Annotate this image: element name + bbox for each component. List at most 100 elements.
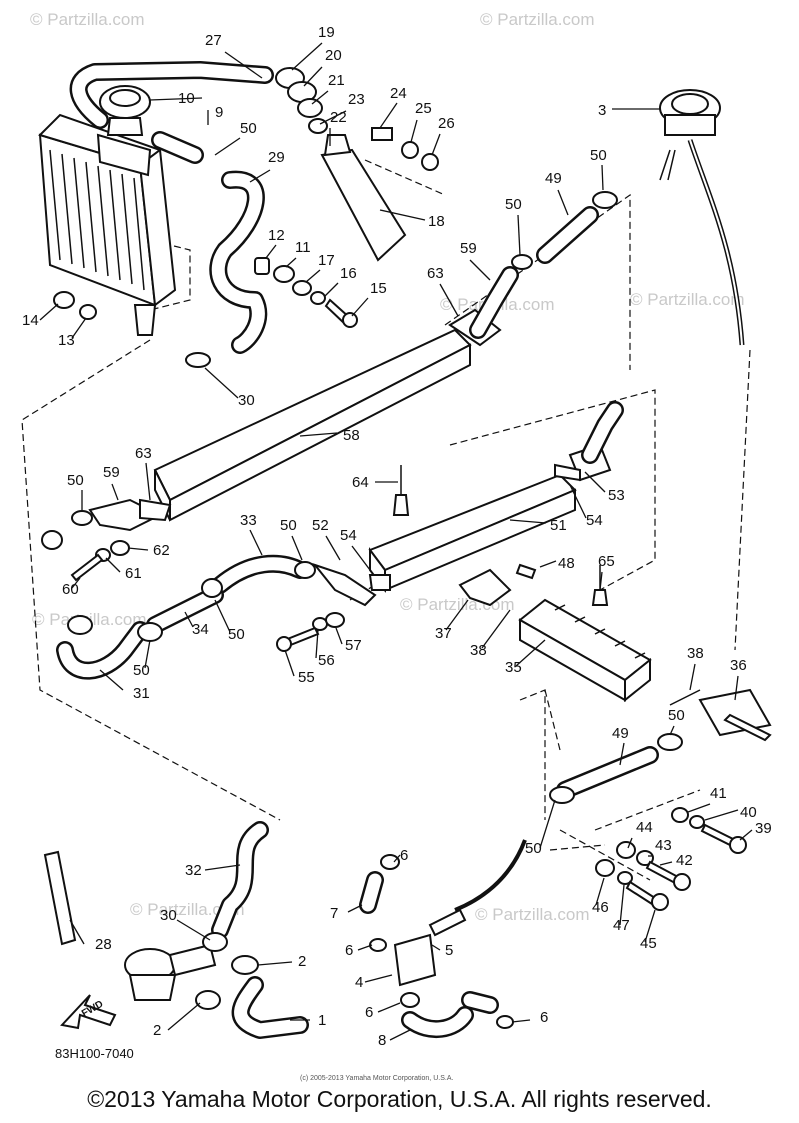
callout: 57: [335, 627, 362, 654]
callout-number: 65: [598, 553, 615, 570]
callout-number: 39: [755, 820, 772, 837]
callout-number: 63: [427, 265, 444, 282]
callout: 37: [435, 599, 469, 642]
callout: 5: [431, 942, 453, 959]
callout-leader-line: [284, 649, 295, 677]
callout-leader-line: [557, 189, 569, 216]
callout-leader-line: [739, 829, 753, 841]
callout-number: 2: [153, 1022, 161, 1039]
callout-leader-line: [257, 961, 293, 966]
callout: 50: [525, 799, 556, 857]
callout-number: 61: [125, 565, 142, 582]
callout-number: 14: [22, 312, 39, 329]
callout-number: 15: [370, 280, 387, 297]
callout-number: 7: [330, 905, 338, 922]
callout: 60: [62, 577, 81, 598]
callout-number: 64: [352, 474, 369, 491]
callout: 4: [355, 974, 393, 991]
callout-leader-line: [291, 535, 303, 561]
callout-leader-line: [144, 639, 151, 669]
callout-leader-line: [315, 629, 319, 659]
callout-number: 13: [58, 332, 75, 349]
callout-number: 59: [103, 464, 120, 481]
callout-number: 20: [325, 47, 342, 64]
coolant-pipe-58: [153, 328, 472, 522]
callout-number: 50: [228, 626, 245, 643]
callout-number: 55: [298, 669, 315, 686]
callout-leader-line: [393, 854, 401, 863]
callout-leader-line: [644, 909, 656, 943]
callout-number: 53: [608, 487, 625, 504]
callout-number: 30: [238, 392, 255, 409]
callout-leader-line: [204, 367, 239, 399]
callout-number: 2: [298, 953, 306, 970]
callout: 19: [291, 24, 335, 71]
callout-leader-line: [39, 303, 59, 321]
callout: 11: [285, 239, 311, 268]
diagram-code: 83H100-7040: [55, 1046, 134, 1061]
callout-number: 11: [295, 239, 311, 256]
water-pump: [124, 943, 217, 1001]
callout-number: 34: [192, 621, 209, 638]
callout-leader-line: [204, 864, 241, 871]
watermark-text: © Partzilla.com: [630, 290, 745, 309]
callout: 13: [58, 317, 87, 349]
callout-leader-line: [285, 257, 297, 268]
callout-number: 32: [185, 862, 202, 879]
callout-number: 42: [676, 852, 693, 869]
callout-leader-line: [325, 535, 341, 561]
callout-number: 28: [95, 936, 112, 953]
callout: 50: [214, 120, 257, 156]
callout-leader-line: [379, 209, 426, 221]
callout-number: 59: [460, 240, 477, 257]
callout-leader-line: [659, 861, 673, 866]
callout-number: 10: [178, 90, 195, 107]
callout-number: 45: [640, 935, 657, 952]
callout-leader-line: [511, 1019, 531, 1023]
callout: 49: [545, 170, 569, 216]
callout-number: 6: [540, 1009, 548, 1026]
callout: 50: [67, 472, 84, 510]
callout-number: 62: [153, 542, 170, 559]
callout: 2: [153, 1002, 201, 1039]
callout-leader-line: [569, 484, 587, 519]
callout: 63: [427, 265, 459, 317]
callout-number: 21: [328, 72, 345, 89]
callout-leader-line: [214, 599, 231, 633]
callout: 34: [184, 611, 209, 638]
callout-number: 46: [592, 899, 609, 916]
callout: 26: [431, 115, 455, 156]
callout-number: 31: [133, 685, 150, 702]
callout-leader-line: [379, 102, 398, 129]
callout: 9: [207, 104, 223, 125]
callout-number: 38: [470, 642, 487, 659]
callout-number: 3: [598, 102, 606, 119]
callout: 8: [378, 1029, 411, 1049]
callout-number: 52: [312, 517, 329, 534]
callout-leader-line: [291, 42, 323, 71]
callout: 18: [379, 209, 445, 230]
callout: 50: [590, 147, 607, 191]
callout: 50: [280, 517, 303, 561]
copyright-notice: ©2013 Yamaha Motor Corporation, U.S.A. A…: [87, 1086, 712, 1112]
callout-number: 54: [340, 527, 357, 544]
callout-leader-line: [105, 557, 121, 573]
radiator: [38, 85, 177, 336]
callout: 1: [290, 1012, 326, 1029]
callout: 45: [640, 909, 657, 952]
callout-leader-line: [509, 519, 547, 524]
small-copyright: (c) 2005-2013 Yamaha Motor Corporation, …: [300, 1075, 453, 1082]
fwd-arrow-icon: FWD: [60, 994, 117, 1030]
callout-leader-line: [149, 97, 203, 101]
callout-leader-line: [265, 244, 277, 259]
callout-leader-line: [299, 432, 338, 437]
callout: 61: [105, 557, 142, 582]
callout-number: 19: [318, 24, 335, 41]
watermark-text: © Partzilla.com: [130, 900, 245, 919]
callout: 16: [324, 265, 357, 297]
callout-leader-line: [71, 577, 81, 589]
callout-leader-line: [364, 974, 393, 983]
callout: 49: [612, 725, 629, 766]
